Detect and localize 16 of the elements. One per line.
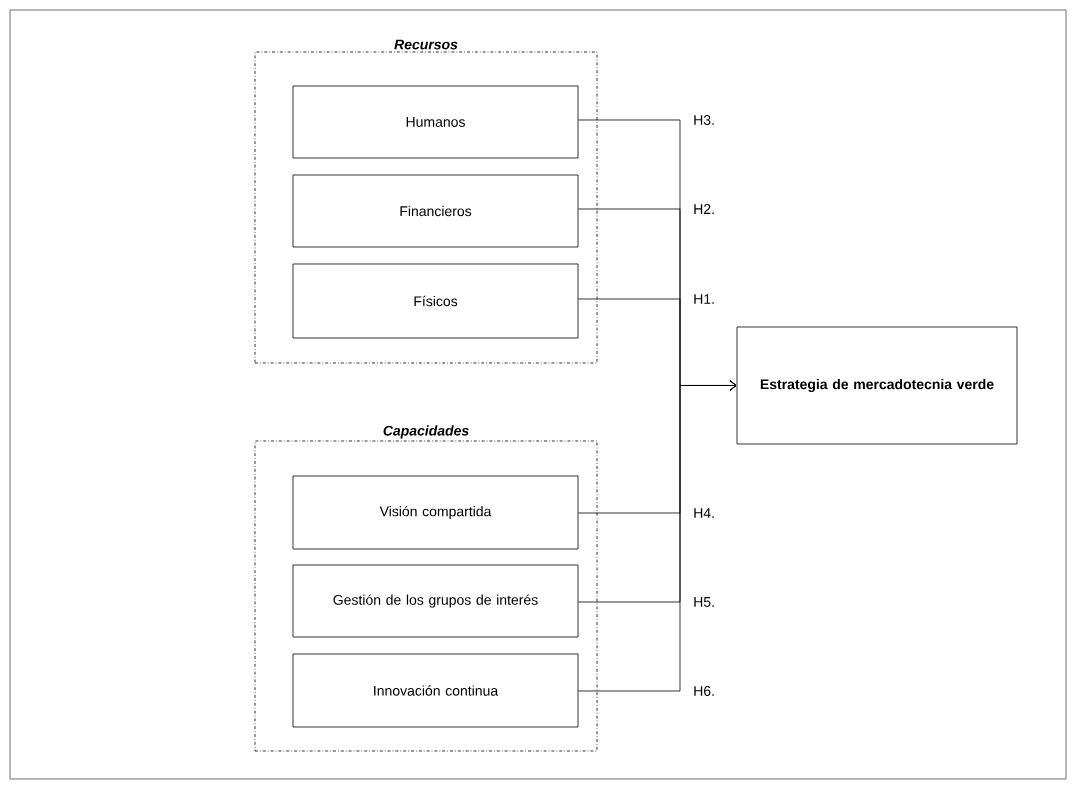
box: Financieros xyxy=(292,174,579,248)
box: Estrategia de mercadotecnia verde xyxy=(736,326,1018,445)
edge-label: H4. xyxy=(692,507,716,519)
node-label: Recursos xyxy=(394,39,458,50)
edge-label: H5. xyxy=(692,596,716,608)
connector-arrow xyxy=(578,380,737,692)
edge-label: H6. xyxy=(692,685,716,697)
edge-label: H1. xyxy=(692,293,716,305)
box: Humanos xyxy=(292,85,579,159)
edge-label: H2. xyxy=(692,203,716,215)
box: Innovación continua xyxy=(292,653,579,728)
box: Gestión de los grupos de interés xyxy=(292,564,579,638)
box: Físicos xyxy=(292,263,579,339)
node-label: Capacidades xyxy=(383,425,469,439)
box: Visión compartida xyxy=(292,475,579,550)
edge-label: H3. xyxy=(692,114,716,126)
